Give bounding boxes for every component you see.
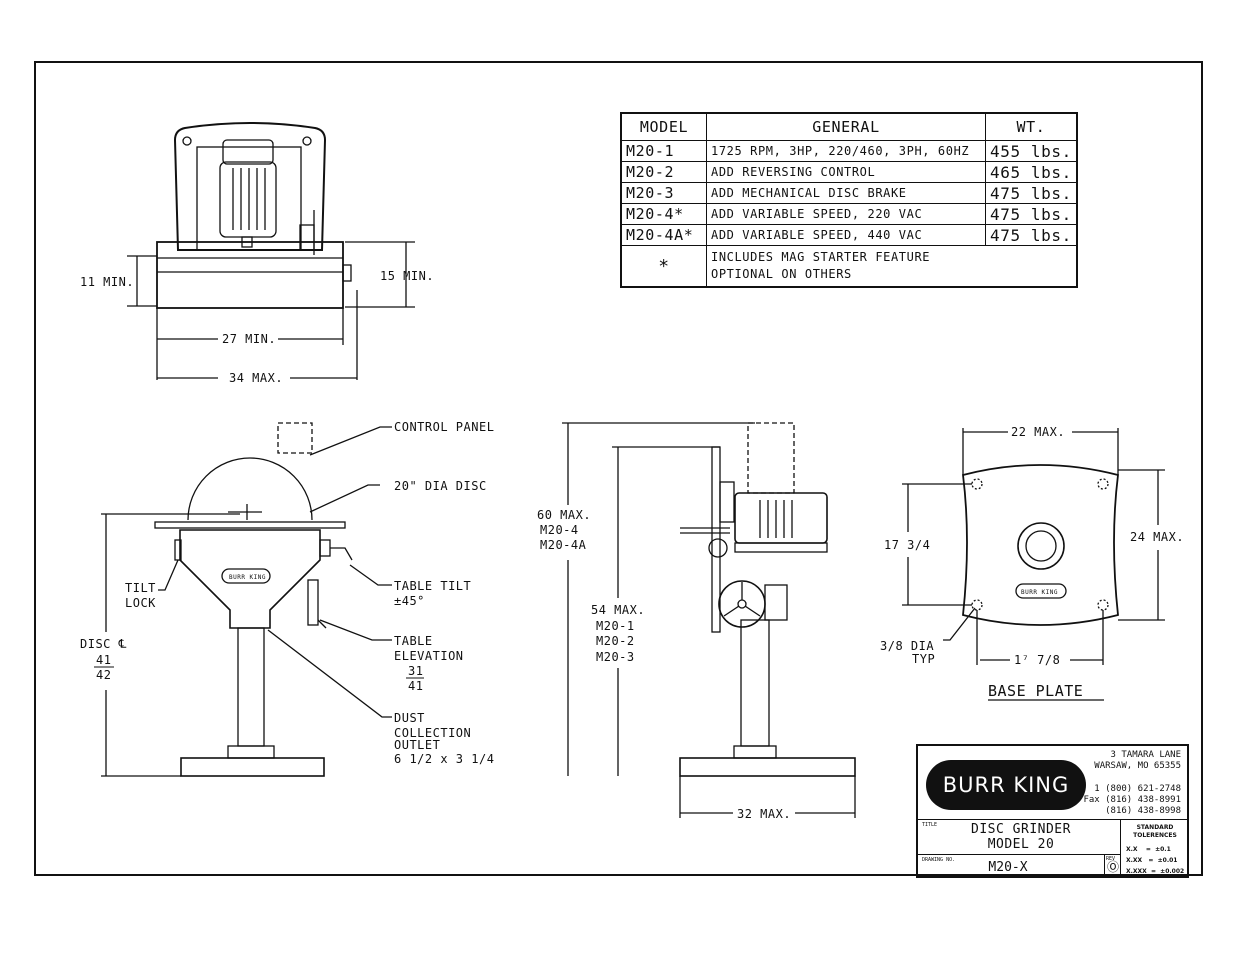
dim-hole-1: 3/8 DIA: [880, 639, 934, 653]
drawing-title: DISC GRINDER MODEL 20: [926, 822, 1116, 852]
cell-model: M20-4*: [620, 203, 707, 225]
dim-24-max: 24 MAX.: [1130, 530, 1184, 544]
dim-54-max-1: 54 MAX.: [591, 603, 645, 617]
tolerance-row-2: X.XX = ±0.01: [1126, 857, 1178, 864]
label-table-elevation-1: TABLE: [394, 634, 433, 648]
top-view: [127, 122, 415, 380]
cell-weight: 475 lbs.: [984, 224, 1078, 246]
label-dust-2: COLLECTION: [394, 726, 471, 740]
label-table-tilt-2: ±45°: [394, 594, 425, 608]
label-table-tilt-1: TABLE TILT: [394, 579, 471, 593]
dim-54-max-2: M20-1: [596, 619, 635, 633]
note-asterisk: *: [620, 245, 707, 288]
badge-front: BURR KING: [229, 574, 266, 581]
dim-17-7-8: 1⁷ 7/8: [1014, 653, 1060, 667]
tolerance-header-1: STANDARD: [1136, 824, 1174, 831]
cell-general: ADD MECHANICAL DISC BRAKE: [706, 182, 986, 204]
label-tilt-lock-2: LOCK: [125, 596, 156, 610]
front-view: [101, 422, 392, 777]
dim-34-max: 34 MAX.: [229, 371, 283, 385]
phone-2: (816) 438-8998: [1105, 806, 1181, 816]
dim-11-min: 11 MIN.: [80, 275, 134, 289]
cell-weight: 475 lbs.: [984, 203, 1078, 225]
base-plate-title: BASE PLATE: [988, 682, 1083, 700]
tolerance-header: STANDARD TOLERENCES: [1123, 824, 1187, 840]
label-dust-4: 6 1/2 x 3 1/4: [394, 752, 494, 766]
dim-17-3-4: 17 3/4: [884, 538, 930, 552]
tolerance-row-1: X.X = ±0.1: [1126, 846, 1171, 853]
burr-king-logo: BURR KING: [926, 760, 1086, 810]
address-line-1: 3 TAMARA LANE: [1110, 750, 1181, 760]
label-table-elevation-2: ELEVATION: [394, 649, 464, 663]
drawing-number-tag: DRAWING NO.: [922, 857, 956, 863]
note-line-2: OPTIONAL ON OTHERS: [711, 267, 852, 281]
cell-weight: 455 lbs.: [984, 140, 1078, 162]
label-table-elevation-den: 41: [408, 679, 423, 693]
company-address: 3 TAMARA LANE WARSAW, MO 65355 1 (800) 6…: [1083, 750, 1181, 817]
cell-model: M20-2: [620, 161, 707, 183]
cell-general: 1725 RPM, 3HP, 220/460, 3PH, 60HZ: [706, 140, 986, 162]
fax: Fax (816) 438-8991: [1083, 795, 1181, 805]
dim-27-min: 27 MIN.: [222, 332, 276, 346]
dim-15-min: 15 MIN.: [380, 269, 434, 283]
label-control-panel: CONTROL PANEL: [394, 420, 494, 434]
title-tag: TITLE: [922, 822, 938, 828]
dim-54-max-3: M20-2: [596, 634, 635, 648]
cell-general: ADD REVERSING CONTROL: [706, 161, 986, 183]
tolerance-row-3: X.XXX = ±0.002: [1126, 868, 1185, 875]
table-note-row: * INCLUDES MAG STARTER FEATURE OPTIONAL …: [620, 245, 1078, 288]
cell-general: ADD VARIABLE SPEED, 440 VAC: [706, 224, 986, 246]
side-view: [562, 422, 856, 818]
table-row: M20-4* ADD VARIABLE SPEED, 220 VAC 475 l…: [620, 203, 1078, 225]
label-table-elevation-num: 31: [408, 664, 423, 678]
cell-weight: 475 lbs.: [984, 182, 1078, 204]
badge-base: BURR KING: [1021, 589, 1058, 596]
drawing-border: [34, 61, 1203, 876]
model-spec-table: MODEL GENERAL WT. M20-1 1725 RPM, 3HP, 2…: [620, 112, 1078, 288]
cell-model: M20-4A*: [620, 224, 707, 246]
dim-32-max: 32 MAX.: [737, 807, 791, 821]
note-line-1: INCLUDES MAG STARTER FEATURE: [711, 250, 931, 264]
base-plate-view: [902, 428, 1165, 701]
tolerance-header-2: TOLERENCES: [1133, 832, 1177, 839]
drawing-title-1: DISC GRINDER: [971, 822, 1071, 837]
label-disc-cl: DISC ℄: [80, 637, 127, 651]
dim-60-max-1: 60 MAX.: [537, 508, 591, 522]
dim-60-max-2: M20-4: [540, 523, 579, 537]
header-general: GENERAL: [706, 112, 986, 141]
drawing-title-2: MODEL 20: [987, 837, 1055, 852]
cell-model: M20-1: [620, 140, 707, 162]
header-weight: WT.: [984, 112, 1078, 141]
phone: 1 (800) 621-2748: [1094, 784, 1181, 794]
dim-22-max: 22 MAX.: [1011, 425, 1065, 439]
label-disc-num: 41: [96, 653, 111, 667]
label-dust-1: DUST: [394, 711, 425, 725]
table-row: M20-2 ADD REVERSING CONTROL 465 lbs.: [620, 161, 1078, 183]
table-row: M20-4A* ADD VARIABLE SPEED, 440 VAC 475 …: [620, 224, 1078, 246]
rev-tag: REV: [1106, 856, 1116, 862]
cell-weight: 465 lbs.: [984, 161, 1078, 183]
dim-hole-2: TYP: [912, 652, 935, 666]
table-header-row: MODEL GENERAL WT.: [620, 112, 1078, 141]
dim-60-max-3: M20-4A: [540, 538, 587, 552]
header-model: MODEL: [620, 112, 707, 141]
note-text: INCLUDES MAG STARTER FEATURE OPTIONAL ON…: [705, 245, 1078, 288]
label-dust-3: OUTLET: [394, 738, 440, 752]
title-block: BURR KING 3 TAMARA LANE WARSAW, MO 65355…: [916, 744, 1189, 878]
address-line-2: WARSAW, MO 65355: [1094, 761, 1181, 771]
dim-54-max-4: M20-3: [596, 650, 635, 664]
table-row: M20-1 1725 RPM, 3HP, 220/460, 3PH, 60HZ …: [620, 140, 1078, 162]
drawing-number: M20-X: [988, 860, 1028, 875]
label-disc-den: 42: [96, 668, 111, 682]
table-row: M20-3 ADD MECHANICAL DISC BRAKE 475 lbs.: [620, 182, 1078, 204]
rev-symbol: Ⓞ: [1107, 860, 1120, 874]
cell-general: ADD VARIABLE SPEED, 220 VAC: [706, 203, 986, 225]
label-tilt-lock-1: TILT: [125, 581, 156, 595]
label-disc: 20" DIA DISC: [394, 479, 487, 493]
cell-model: M20-3: [620, 182, 707, 204]
